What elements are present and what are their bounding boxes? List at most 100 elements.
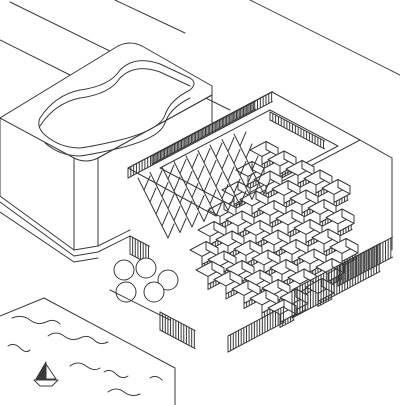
slab-side: [213, 221, 227, 237]
terrace-unit: [257, 200, 287, 224]
top-railing-right: [269, 111, 326, 150]
terrace-unit: [325, 208, 355, 233]
slab-side: [309, 219, 323, 235]
terrace-unit: [321, 179, 351, 203]
railing-top: [227, 305, 285, 337]
terrace-unit: [249, 141, 279, 165]
slab-side: [241, 260, 255, 276]
slab-side: [255, 190, 269, 206]
river-bank: [0, 297, 176, 405]
slab-side: [259, 269, 273, 285]
slab-side: [205, 241, 219, 257]
slab-side: [341, 208, 355, 224]
terrace-unit: [253, 170, 283, 195]
canopy-fold: [149, 199, 163, 215]
terrace-unit: [249, 289, 279, 314]
existing-building-block: [0, 42, 213, 263]
slab-side: [267, 249, 281, 265]
base-facade: [227, 305, 285, 353]
slab-side: [249, 240, 263, 256]
slab-side: [285, 259, 299, 275]
canopy-fold: [221, 196, 235, 211]
east-upper-facade: [337, 236, 394, 287]
river-water-waves: [7, 315, 163, 397]
slab-side: [229, 270, 243, 286]
slab-side: [237, 181, 251, 197]
slab-side: [291, 209, 305, 225]
slab-side: [319, 169, 333, 185]
slab-side: [283, 150, 297, 166]
canopy-fold: [185, 212, 199, 228]
slab-side: [295, 239, 309, 255]
terrace-unit: [243, 220, 273, 244]
terrace-unit: [285, 160, 315, 184]
terrace-unit: [207, 201, 237, 225]
terrace-unit: [215, 230, 245, 255]
slab-side: [287, 180, 301, 196]
slab-side: [265, 141, 279, 157]
slab-side: [301, 160, 315, 176]
terrace-unit: [269, 259, 299, 283]
terrace-unit: [239, 190, 269, 215]
terrace-unit: [311, 228, 341, 253]
terrace-unit: [297, 248, 327, 273]
slab-side: [231, 230, 245, 246]
tree-canopy: [135, 257, 157, 279]
canopy-fold: [257, 179, 271, 195]
terrace-unit: [261, 229, 291, 254]
slab-side: [247, 280, 261, 296]
tree-canopy: [115, 281, 137, 303]
terrace-unit: [189, 241, 219, 265]
tree-canopy: [143, 281, 165, 303]
slab-side: [265, 289, 279, 305]
canopy-fold: [245, 185, 259, 200]
railing-bottom: [227, 321, 285, 353]
slab-side: [269, 170, 283, 186]
slab-side: [283, 299, 297, 315]
terrace-unit: [275, 209, 305, 234]
frame-edge: [359, 139, 393, 159]
slab-side: [273, 200, 287, 216]
courtyard-trees: [109, 257, 179, 321]
canopy-fold: [173, 218, 187, 233]
canopy-fold: [233, 190, 247, 206]
canopy-fold: [167, 206, 181, 221]
railing-bottom: [291, 270, 381, 319]
railing-bottom: [337, 256, 394, 287]
terrace-unit: [213, 270, 243, 295]
slab-side: [223, 201, 237, 217]
canopy-fold: [161, 223, 175, 239]
terrace-unit: [293, 219, 323, 243]
canopy-fold: [161, 194, 175, 209]
slab-side: [305, 189, 319, 205]
terrace-unit: [267, 150, 297, 175]
slab-side: [277, 279, 291, 295]
slab-side: [313, 248, 327, 264]
terrace-unit: [251, 249, 281, 274]
sawtooth-canopy: [137, 131, 271, 239]
slab-side: [241, 210, 255, 226]
railing-top: [337, 236, 394, 267]
sailboat-icon: [33, 361, 59, 387]
slab-side: [211, 261, 225, 277]
terrace-unit: [197, 221, 227, 245]
terrace-unit: [195, 261, 225, 285]
terrace-unit: [329, 238, 359, 262]
courtyard-edge: [109, 289, 171, 321]
terrace-unit: [271, 180, 301, 204]
tree-canopy: [113, 259, 135, 281]
slab-side: [337, 179, 351, 195]
terrace-unit: [231, 280, 261, 304]
slab-side: [277, 229, 291, 245]
terraced-housing-complex: [127, 91, 394, 353]
outer-railing-back: [127, 91, 273, 179]
canopy-fold: [179, 200, 193, 216]
tree-canopy: [157, 269, 179, 291]
slab-side: [223, 250, 237, 266]
terrace-unit: [225, 210, 255, 235]
canopy-fold: [209, 201, 223, 217]
east-facade: [291, 242, 381, 319]
slab-side: [345, 238, 359, 254]
